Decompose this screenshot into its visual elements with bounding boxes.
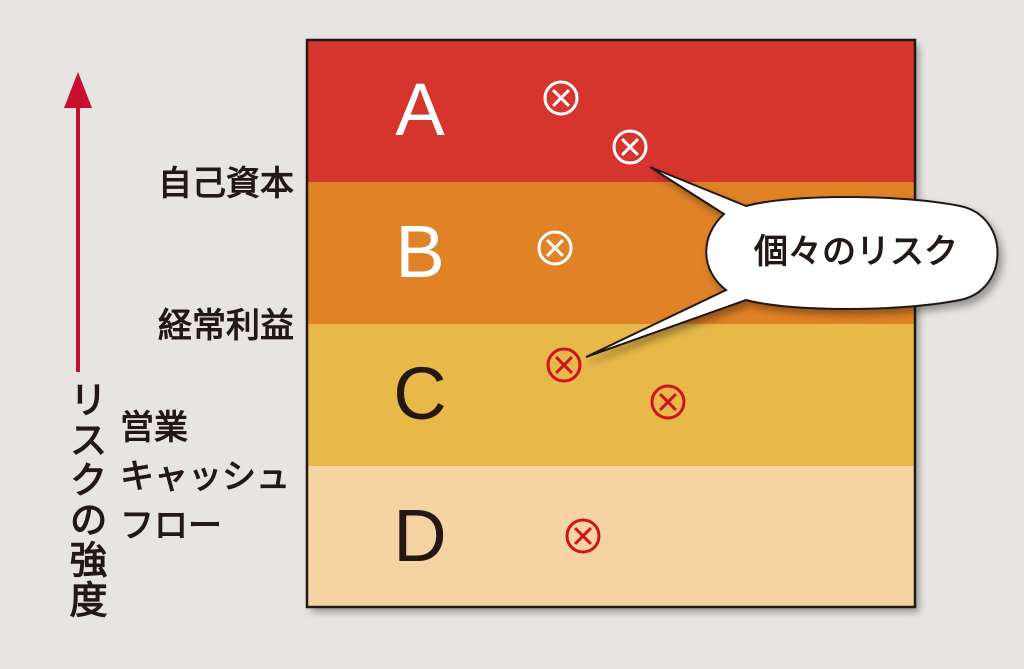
tier-stack (307, 40, 915, 607)
axis-arrow-head (64, 72, 92, 108)
circled-x-icon (612, 129, 648, 165)
axis-label: リスクの強度 (63, 380, 107, 620)
tier-letter-a: A (395, 68, 445, 151)
callout-bubble-shape (585, 166, 999, 358)
risk-markers (537, 80, 686, 554)
tier-a-band (307, 40, 915, 182)
buffer-label-operating-cf-line: フロー (120, 506, 222, 546)
buffer-label-operating-cf: 営業 キャッシュ フロー (120, 404, 290, 551)
buffer-label-ordinary-profit: 経常利益 (158, 306, 294, 346)
tier-d-band (307, 466, 915, 607)
tier-letter-b: B (395, 210, 445, 293)
circled-x-icon (543, 80, 579, 116)
tier-letter-c: C (393, 352, 447, 435)
buffer-label-operating-cf-line: 営業 (120, 408, 188, 448)
tier-stack-border (305, 38, 917, 609)
buffer-label-operating-cf-line: キャッシュ (120, 457, 290, 497)
buffer-label-equity: 自己資本 (158, 164, 294, 204)
tier-letter-d: D (393, 494, 447, 577)
callout-bubble (585, 166, 999, 358)
circled-x-icon (650, 384, 686, 420)
callout-label: 個々のリスク (754, 232, 958, 272)
circled-x-icon (537, 230, 573, 266)
circled-x-icon (546, 347, 582, 383)
circled-x-icon (565, 518, 601, 554)
